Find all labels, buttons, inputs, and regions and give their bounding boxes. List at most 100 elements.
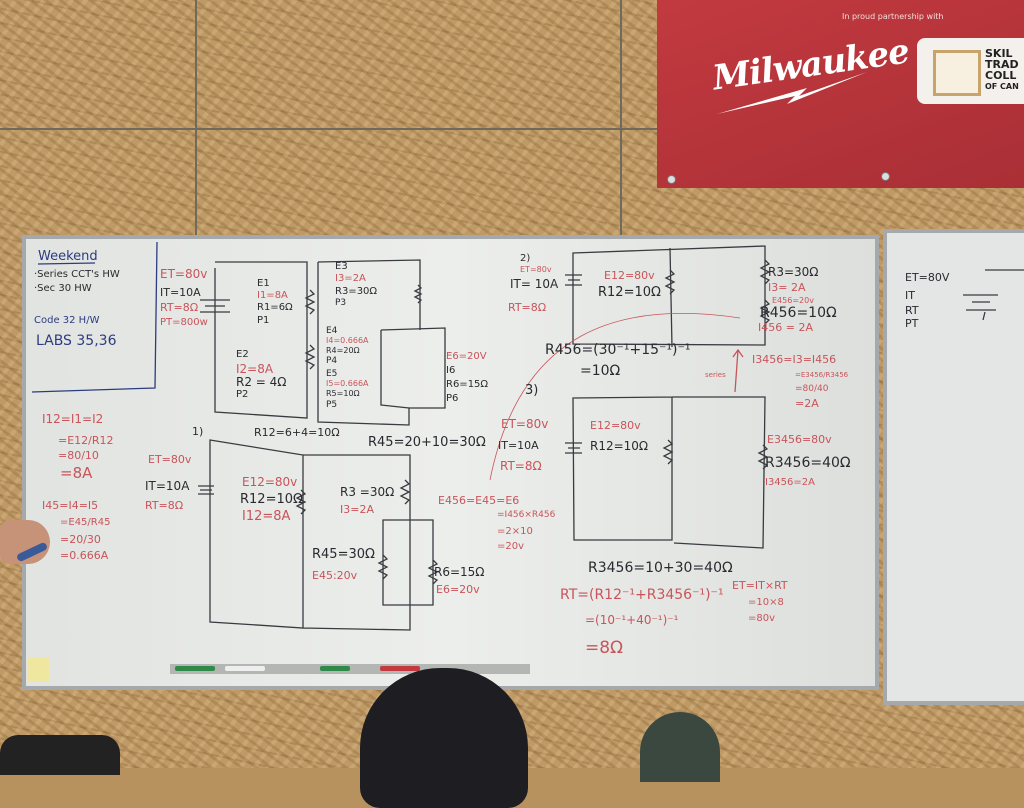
circuit-1-note: R6=15Ω	[434, 565, 485, 579]
circuit-3-note: E456=E45=E6	[438, 494, 520, 507]
right-board-note: RT	[905, 304, 919, 317]
resistor-icon	[304, 284, 423, 370]
top-circuit-note: E4	[326, 326, 338, 336]
top-circuit-note: E6=20V	[446, 351, 487, 362]
top-circuit-note: ET=80v	[160, 267, 208, 281]
agenda-note: ·Series CCT's HW	[34, 269, 120, 280]
marker[interactable]	[175, 666, 215, 671]
circuit-1-note: R12=6+4=10Ω	[254, 426, 340, 439]
circuit-3-note: R3456=40Ω	[765, 455, 851, 471]
circuit-1-note: R45=20+10=30Ω	[368, 435, 486, 450]
top-circuit-note: I3=2A	[335, 273, 366, 284]
banner-tagline: In proud partnership with	[842, 12, 944, 21]
marker[interactable]	[225, 666, 265, 671]
circuit-2-note: ET=80v	[520, 265, 552, 274]
top-circuit-note: R1=6Ω	[257, 302, 293, 313]
marker[interactable]	[320, 666, 350, 671]
circuit-3-note: R12=10Ω	[590, 439, 649, 453]
circuit-2-note: RT=8Ω	[508, 301, 547, 314]
right-board-note: ET=80V	[905, 271, 950, 284]
top-circuit-note: I2=8A	[236, 362, 274, 376]
circuit-1-note: IT=10A	[145, 479, 190, 493]
top-circuit-note: I5=0.666A	[326, 379, 369, 388]
battery-icon	[200, 299, 230, 313]
left-formulas-note: =20/30	[60, 533, 101, 546]
top-circuit-note: R6=15Ω	[446, 379, 489, 390]
circuit-2-note: E456=20v	[772, 296, 814, 305]
right-board-note: PT	[905, 317, 919, 330]
right-board-note: IT	[905, 289, 915, 302]
circuit-1-note: I12=8A	[242, 509, 291, 524]
top-circuit-note: R3=30Ω	[335, 286, 378, 297]
circuit-3-wires	[572, 396, 766, 549]
top-circuit-note: P6	[446, 393, 459, 404]
circuit-1-note: 1)	[192, 425, 204, 438]
agenda-note: Weekend	[38, 249, 98, 264]
partner-logo-line: TRAD	[985, 58, 1019, 71]
resistor-icon	[664, 259, 771, 325]
top-circuit-note: P2	[236, 389, 249, 400]
circuit-3-note: R3456=10+30=40Ω	[588, 560, 733, 576]
circuit-3-note: =8Ω	[585, 638, 624, 658]
circuit-3-note: =(10⁻¹+40⁻¹)⁻¹	[585, 613, 679, 627]
circuit-3-note: RT=8Ω	[500, 459, 542, 473]
partner-logo-line: COLL	[985, 69, 1017, 82]
left-formulas-note: =8A	[60, 464, 93, 482]
agenda-box	[31, 241, 158, 393]
left-formulas-note: I12=I1=I2	[42, 412, 104, 426]
top-circuit-note: E3	[335, 261, 348, 272]
person-head	[360, 668, 528, 808]
circuit-3-note: ET=80v	[501, 417, 549, 431]
resistor-icon	[295, 479, 439, 606]
top-circuit-note: R5=10Ω	[326, 389, 360, 398]
circuit-3-note: =20v	[497, 541, 525, 552]
top-circuit-note: P5	[326, 400, 338, 410]
circuit-2-note: R3=30Ω	[768, 265, 819, 279]
left-formulas-note: =E12/R12	[58, 434, 114, 447]
annotation-arrow	[489, 312, 741, 481]
circuit-3-note: 3)	[525, 383, 539, 398]
circuit-2-note: R456=(30⁻¹+15⁻¹)⁻¹	[545, 342, 691, 358]
top-circuit-note: P3	[335, 298, 347, 308]
sponsor-banner: In proud partnership with Milwaukee SKIL…	[657, 0, 1024, 188]
top-circuit-note: E2	[236, 349, 249, 360]
circuit-1-note: I3=2A	[340, 503, 374, 516]
top-circuit-note: I4=0.666A	[326, 336, 369, 345]
top-circuit-note: I6	[446, 365, 456, 376]
circuit-3-note: ET=IT×RT	[732, 579, 788, 592]
top-circuit-note: R2 = 4Ω	[236, 375, 287, 389]
circuit-3-note: =I456×R456	[497, 510, 556, 520]
circuit-2-note: =80/40	[795, 384, 829, 394]
circuit-2-note: =10Ω	[580, 363, 621, 379]
marker[interactable]	[380, 666, 420, 671]
partner-logo-line: OF CAN	[985, 82, 1019, 91]
battery-icon	[198, 485, 214, 495]
circuit-1-note: E12=80v	[242, 475, 298, 489]
circuit-3-note: E12=80v	[590, 419, 641, 432]
circuit-2-wires	[572, 245, 766, 348]
left-formulas-note: =E45/R45	[60, 517, 111, 528]
partner-logo: SKIL TRAD COLL OF CAN	[917, 38, 1024, 104]
circuit-3-note: IT=10A	[498, 439, 539, 452]
agenda-note: ·Sec 30 HW	[34, 283, 92, 294]
wall-seam	[0, 128, 1024, 130]
circuit-1-note: ET=80v	[148, 453, 192, 466]
sticky-note	[28, 658, 50, 682]
top-circuit-note: E5	[326, 369, 338, 379]
top-circuit-note: P1	[257, 315, 270, 326]
top-circuit-note: E1	[257, 278, 270, 289]
wall-seam	[195, 0, 197, 235]
circuit-2-note: =2A	[795, 397, 819, 410]
top-circuit-note: P4	[326, 356, 338, 366]
circuit-3-note: =10×8	[748, 597, 784, 608]
left-formulas-note: =0.666A	[60, 549, 109, 562]
circuit-1-note: E6=20v	[436, 583, 480, 596]
circuit-2-note: =E3456/R3456	[795, 371, 849, 379]
top-circuit-note: RT=8Ω	[160, 301, 199, 314]
agenda-note: Code 32 H/W	[34, 315, 100, 326]
top-circuit-note: I1=8A	[257, 290, 288, 301]
battery-icon	[963, 269, 1024, 321]
grommet	[667, 175, 676, 184]
circuit-2-note: series	[705, 371, 726, 379]
top-circuit-note: IT=10A	[160, 286, 201, 299]
